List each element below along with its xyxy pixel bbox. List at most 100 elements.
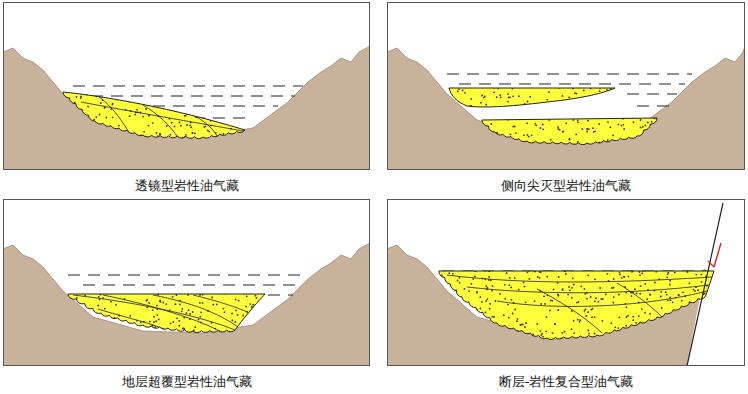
bedding-line	[81, 102, 243, 131]
sand-dot	[208, 335, 210, 337]
sand-dot	[562, 131, 564, 133]
sand-dot	[618, 294, 620, 296]
bedding-line	[153, 295, 238, 327]
sand-dot	[468, 290, 470, 292]
sand-dot	[210, 114, 212, 116]
sand-dot	[572, 268, 574, 270]
sand-dot	[678, 294, 680, 296]
sand-dot	[76, 325, 78, 327]
sand-dot	[568, 286, 570, 288]
sand-dot	[601, 143, 603, 145]
sand-dot	[208, 141, 210, 143]
sand-dot	[234, 321, 236, 323]
sand-dot	[594, 130, 596, 132]
sand-dot	[621, 125, 623, 127]
sand-dot	[529, 146, 531, 148]
sand-dot	[208, 108, 210, 110]
sand-dot	[148, 302, 150, 304]
sand-dot	[527, 134, 529, 136]
sand-dot	[583, 90, 585, 92]
sand-dot	[110, 301, 112, 303]
sand-dot	[99, 299, 101, 301]
sand-dot	[577, 119, 579, 121]
sand-dot	[167, 107, 169, 109]
sand-dot	[75, 321, 77, 323]
sand-dot	[145, 300, 147, 302]
sand-dot	[518, 114, 520, 116]
sand-dot	[634, 288, 636, 290]
sand-dot	[97, 305, 99, 307]
sand-outline	[63, 92, 245, 139]
sand-dot	[507, 304, 509, 306]
sand-dot	[667, 272, 669, 274]
sand-dot	[540, 330, 542, 332]
sand-dot	[710, 323, 712, 325]
sand-dot	[646, 298, 648, 300]
sand-dot	[558, 276, 560, 278]
sand-dot	[690, 324, 692, 326]
sand-dot	[528, 136, 530, 138]
sand-dot	[88, 327, 90, 329]
sand-dot	[619, 271, 621, 273]
sand-dot	[665, 291, 667, 293]
sand-dot	[86, 316, 88, 318]
sand-dot	[457, 91, 459, 93]
sand-dot	[584, 268, 586, 270]
sand-dot	[672, 301, 674, 303]
sand-dot	[602, 115, 604, 117]
sand-dot	[122, 325, 124, 327]
sand-dot	[499, 327, 501, 329]
sand-dot	[440, 281, 442, 283]
sand-dot	[542, 124, 544, 126]
sand-dot	[181, 103, 183, 105]
sand-body	[68, 294, 265, 333]
sand-dot	[192, 132, 194, 134]
sand-dot	[139, 328, 141, 330]
panel	[387, 199, 745, 366]
sand-dot	[146, 334, 148, 336]
sand-dot	[85, 292, 87, 294]
sand-dot	[707, 321, 709, 323]
sand-dot	[579, 321, 581, 323]
sand-dot	[499, 94, 501, 96]
sand-dot	[466, 268, 468, 270]
sand-dot	[205, 111, 207, 113]
sand-dot	[137, 138, 139, 140]
sand-dot	[199, 302, 201, 304]
sand-dot	[524, 286, 526, 288]
sand-dot	[601, 298, 603, 300]
sand-dot	[606, 89, 608, 91]
ground	[3, 243, 370, 366]
sand-dot	[191, 99, 193, 101]
fault-arrow	[708, 243, 721, 267]
sand-dot	[140, 332, 142, 334]
sand-dot	[78, 114, 80, 116]
sand-dot	[109, 322, 111, 324]
sand-dot	[610, 126, 612, 128]
sand-dot	[464, 92, 466, 94]
sand-dot	[635, 322, 637, 324]
sand-dot	[701, 281, 703, 283]
sand-dot	[452, 273, 454, 275]
panel-border	[4, 3, 370, 170]
sand-dot	[640, 336, 642, 338]
sand-dot	[244, 123, 246, 125]
sand-dot	[612, 135, 614, 137]
sand-dot	[513, 338, 515, 340]
sand-dot	[179, 304, 181, 306]
sand-dot	[631, 295, 633, 297]
sand-dot	[669, 280, 671, 282]
sand-dot	[632, 319, 634, 321]
sand-dot	[61, 118, 63, 120]
sand-dot	[123, 333, 125, 335]
sand-dot	[579, 114, 581, 116]
sand-dot	[460, 305, 462, 307]
sand-dot	[666, 339, 668, 341]
sand-dot	[74, 138, 76, 140]
sand-dot	[121, 328, 123, 330]
sand-dot	[207, 130, 209, 132]
caption-box: 断层-岩性复合型油气藏	[387, 372, 745, 391]
sand-dot	[85, 328, 87, 330]
sand-dot	[65, 292, 67, 294]
sand-dot	[129, 315, 131, 317]
